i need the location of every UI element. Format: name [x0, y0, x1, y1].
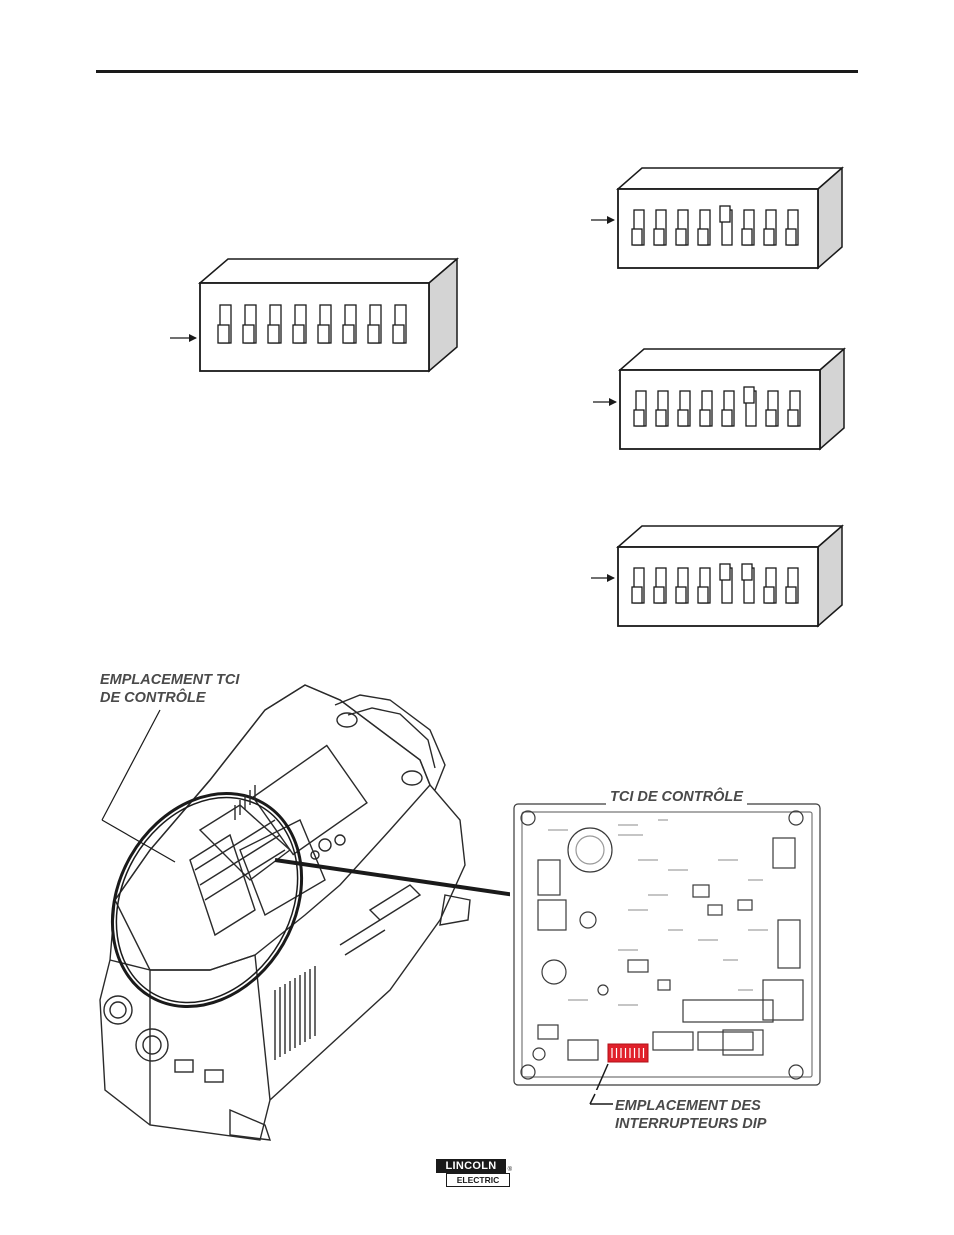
dip-switch-lever-off	[676, 587, 686, 603]
dip-switch-lever-off	[632, 229, 642, 245]
dip-switch-lever-on	[744, 387, 754, 403]
lincoln-electric-logo: LINCOLN ELECTRIC ®	[436, 1159, 510, 1187]
dip-switch-lever-off	[634, 410, 644, 426]
dip-switch-lever-off	[654, 229, 664, 245]
header-rule	[96, 70, 858, 73]
control-pc-board-label: TCI DE CONTRÔLE	[606, 788, 747, 806]
dip-switch-location-line2: INTERRUPTEURS DIP	[615, 1115, 815, 1133]
control-pc-board-location-label: EMPLACEMENT TCI DE CONTRÔLE	[100, 671, 280, 707]
dip-switch-lever-off	[632, 587, 642, 603]
dip-switch-lever-on	[720, 564, 730, 580]
dip-switch-lever-off	[788, 410, 798, 426]
dip-switch-lever-off	[656, 410, 666, 426]
logo-bottom-word: ELECTRIC	[446, 1173, 510, 1187]
dip-switch-lever-on	[742, 564, 752, 580]
dip-switch-lever-off	[764, 229, 774, 245]
dip-switch-lever-off	[786, 587, 796, 603]
dip-switch-lever-off	[698, 229, 708, 245]
dip-switch-lever-off	[698, 587, 708, 603]
dip-switch-lever-off	[786, 229, 796, 245]
control-pc-board	[508, 800, 826, 1090]
logo-registered-mark: ®	[508, 1167, 512, 1173]
dip-switch-lever-off	[700, 410, 710, 426]
dip-switch-lever-off	[654, 587, 664, 603]
dip-switch-right-2	[590, 346, 850, 453]
dip-switch-right-3	[588, 523, 848, 630]
dip-switch-lever-off	[293, 325, 304, 343]
dip-switch-lever-off	[218, 325, 229, 343]
dip-switch-location-label: EMPLACEMENT DES INTERRUPTEURS DIP	[615, 1097, 815, 1133]
dip-switch-lever-off	[676, 229, 686, 245]
control-pc-board-location-line1: EMPLACEMENT TCI	[100, 671, 280, 689]
dip-switch-location-line1: EMPLACEMENT DES	[615, 1097, 815, 1115]
dip-switch-lever-off	[764, 587, 774, 603]
machine-illustration	[90, 670, 510, 1150]
dip-switch-lever-off	[678, 410, 688, 426]
dip-switch-lever-off	[368, 325, 379, 343]
dip-switch-lever-on	[720, 206, 730, 222]
dip-switch-right-1	[588, 165, 848, 272]
logo-top-word: LINCOLN	[436, 1159, 506, 1173]
dip-switch-lever-off	[722, 410, 732, 426]
dip-switch-main	[168, 255, 463, 380]
control-pc-board-location-line2: DE CONTRÔLE	[100, 689, 280, 707]
dip-switch-lever-off	[393, 325, 404, 343]
dip-switch-lever-off	[318, 325, 329, 343]
dip-switch-lever-off	[742, 229, 752, 245]
dip-label-leader	[585, 1090, 615, 1110]
dip-switch-lever-off	[243, 325, 254, 343]
dip-switch-lever-off	[268, 325, 279, 343]
dip-switch-lever-off	[343, 325, 354, 343]
dip-switch-lever-off	[766, 410, 776, 426]
